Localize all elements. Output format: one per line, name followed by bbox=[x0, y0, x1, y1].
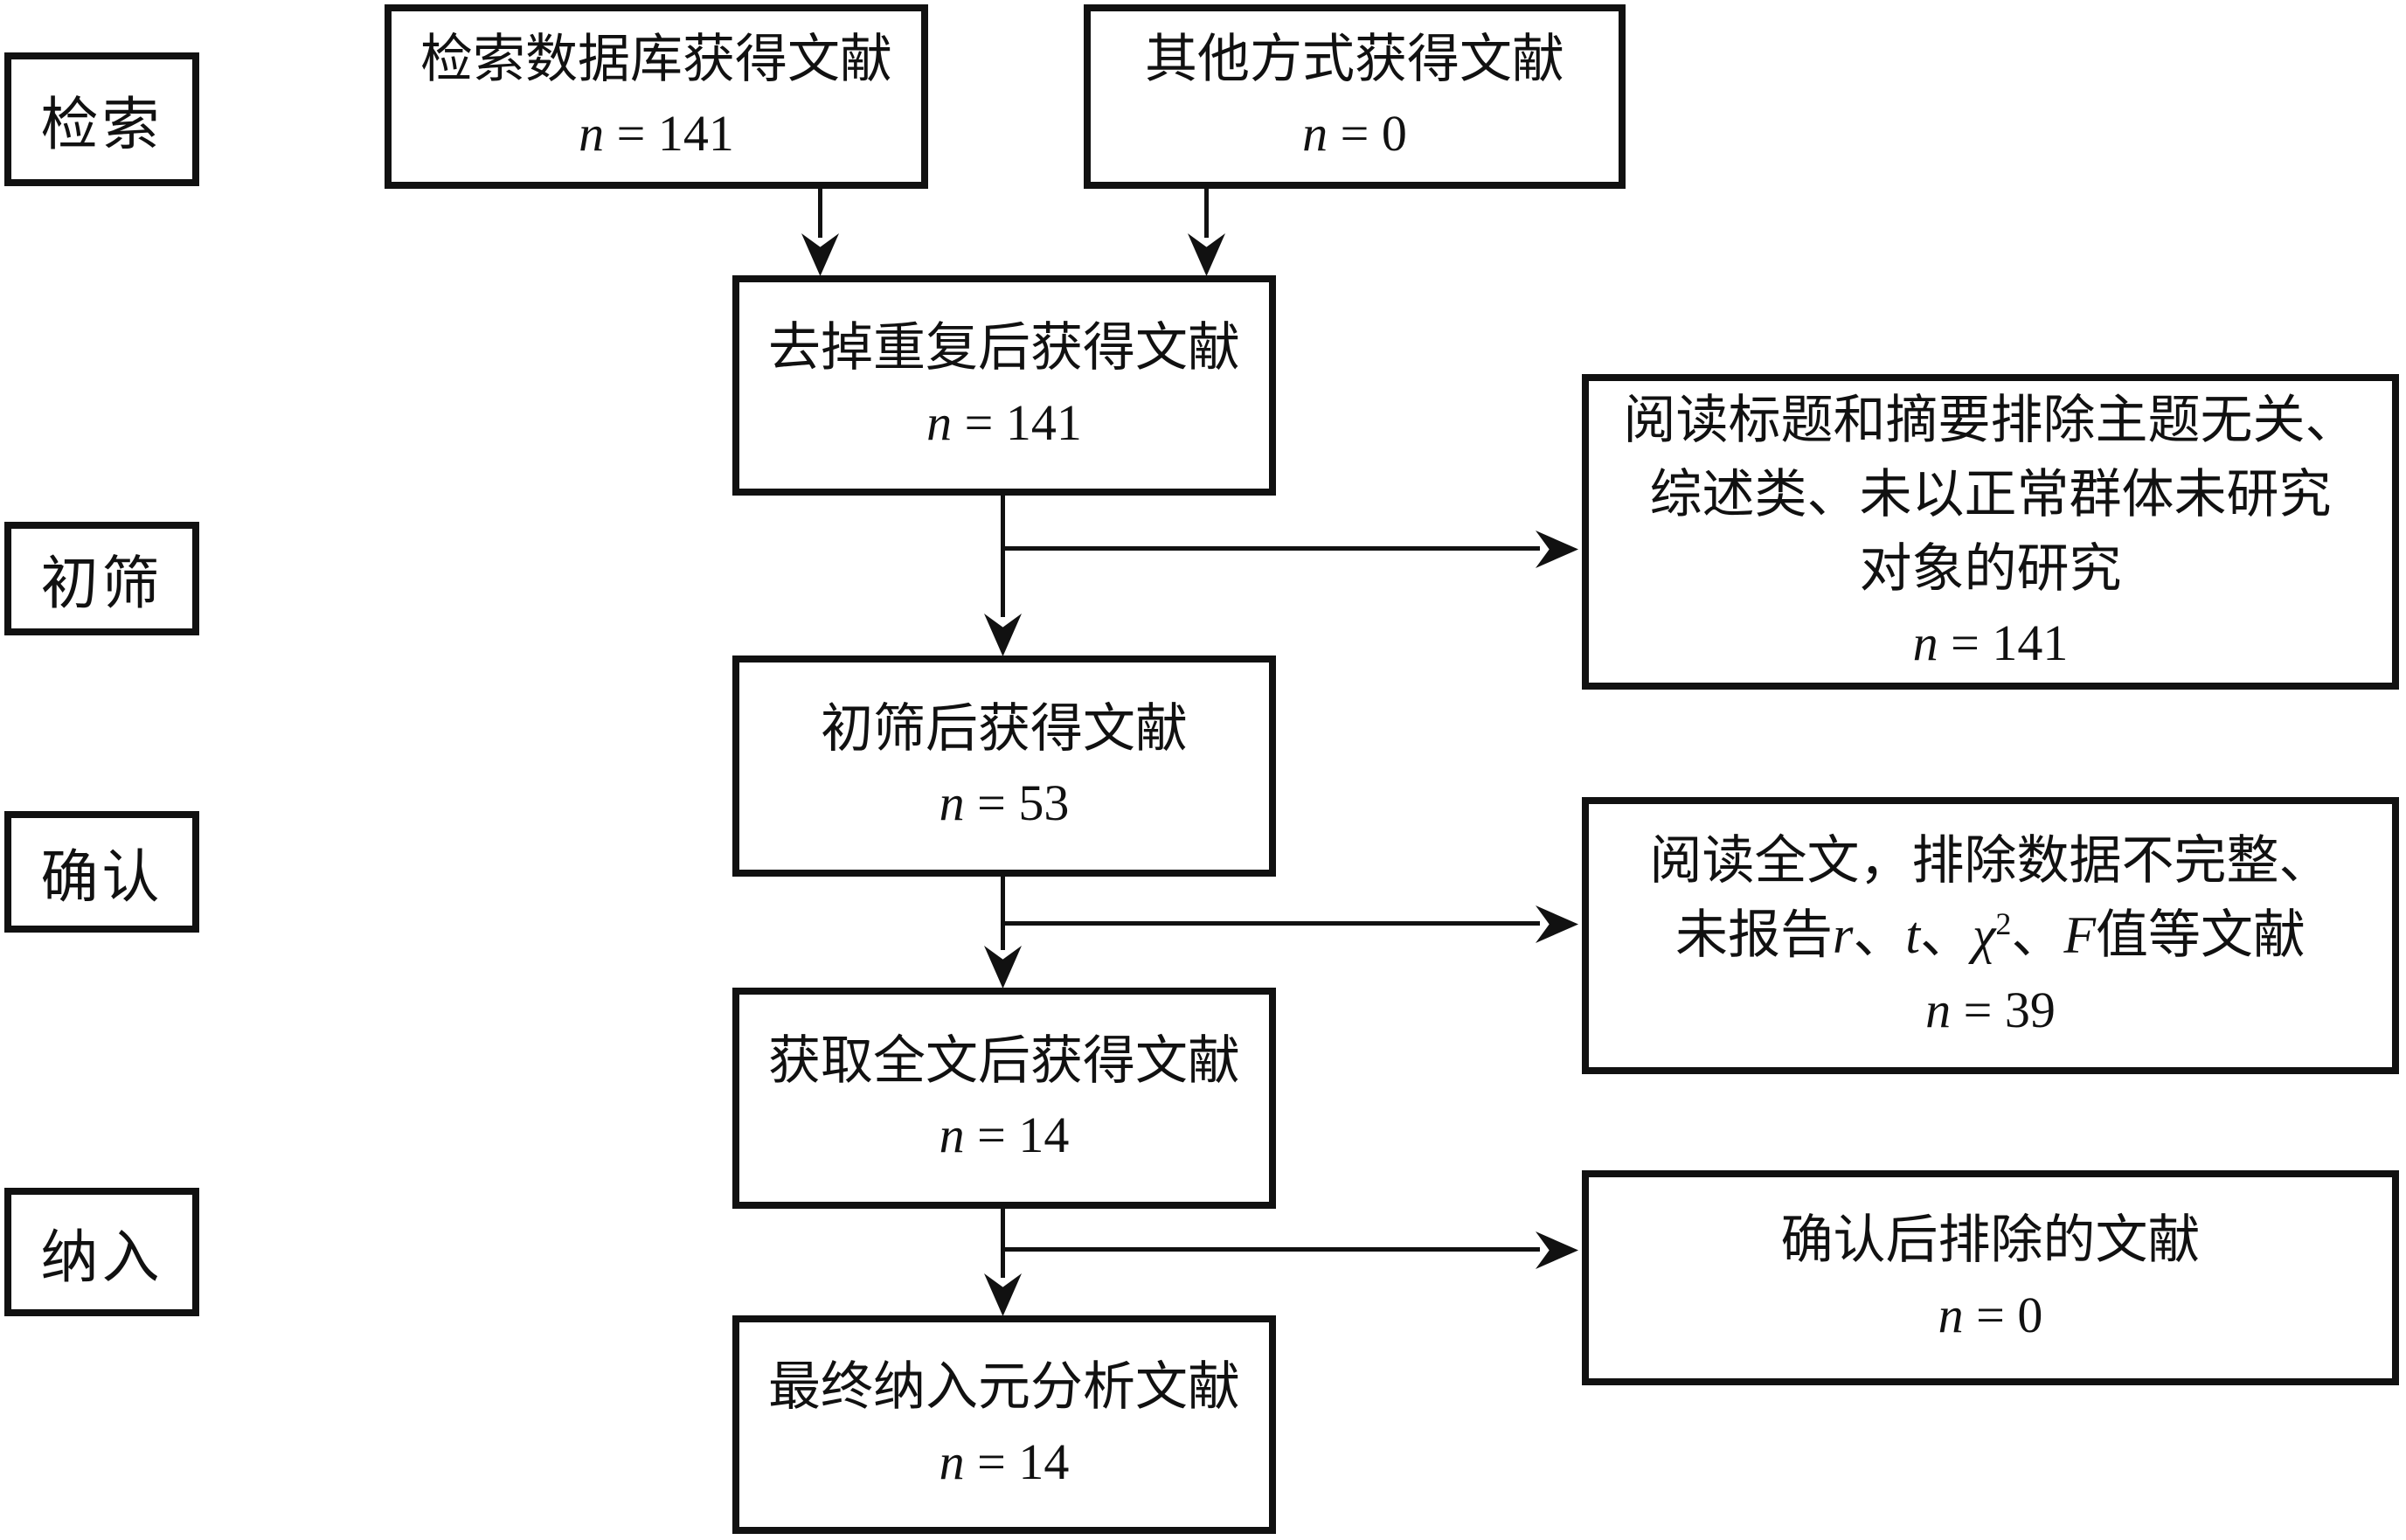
node-other-sources-title: 其他方式获得文献 bbox=[1145, 30, 1564, 88]
connector-fulltext-to-final-line bbox=[1001, 1207, 1005, 1278]
node-excluded-title-abstract-line1: 阅读标题和摘要排除主题无关、 bbox=[1623, 391, 2358, 449]
node-after-dedup-title: 去掉重复后获得文献 bbox=[768, 319, 1240, 378]
arrowhead-right-icon bbox=[1536, 531, 1578, 568]
node-excluded-title-abstract-line2: 综述类、未以正常群体未研究 bbox=[1649, 465, 2332, 524]
node-fulltext-retrieved-title: 获取全文后获得文献 bbox=[768, 1031, 1240, 1090]
connector-other-to-dedup-line bbox=[1204, 189, 1209, 238]
arrowhead-right-icon bbox=[1536, 1231, 1578, 1269]
node-fulltext-retrieved: 获取全文后获得文献 n = 14 bbox=[732, 988, 1276, 1209]
node-database-search-title: 检索数据库获得文献 bbox=[420, 30, 892, 88]
node-after-screening-count: n = 53 bbox=[939, 774, 1070, 832]
connector-branch-to-exclusion3-line bbox=[1002, 1247, 1540, 1252]
node-after-dedup-count: n = 141 bbox=[926, 393, 1082, 451]
arrowhead-right-icon bbox=[1536, 905, 1578, 943]
arrowhead-down-icon bbox=[984, 1273, 1022, 1316]
node-excluded-title-abstract: 阅读标题和摘要排除主题无关、 综述类、未以正常群体未研究 对象的研究 n = 1… bbox=[1582, 374, 2399, 690]
stage-label-eligibility: 确认 bbox=[40, 845, 163, 910]
connector-db-to-dedup-line bbox=[818, 189, 822, 238]
stage-label-screening: 初筛 bbox=[40, 552, 163, 616]
stage-box-screening: 初筛 bbox=[4, 522, 199, 635]
arrowhead-down-icon bbox=[1188, 233, 1225, 276]
node-other-sources-count: n = 0 bbox=[1302, 105, 1407, 163]
node-excluded-after-eligibility-count: n = 0 bbox=[1938, 1286, 2043, 1343]
stage-box-search: 检索 bbox=[4, 52, 199, 186]
connector-branch-to-exclusion2-line bbox=[1002, 921, 1540, 926]
arrowhead-down-icon bbox=[984, 614, 1022, 656]
node-database-search: 检索数据库获得文献 n = 141 bbox=[385, 4, 928, 189]
node-after-screening: 初筛后获得文献 n = 53 bbox=[732, 656, 1276, 877]
node-after-dedup: 去掉重复后获得文献 n = 141 bbox=[732, 275, 1276, 496]
node-excluded-fulltext-count: n = 39 bbox=[1925, 981, 2056, 1038]
node-final-included-title: 最终纳入元分析文献 bbox=[768, 1358, 1240, 1417]
stage-box-eligibility: 确认 bbox=[4, 811, 199, 933]
stage-label-search: 检索 bbox=[40, 93, 163, 157]
node-excluded-after-eligibility-line1: 确认后排除的文献 bbox=[1780, 1211, 2201, 1270]
connector-branch-to-exclusion1-line bbox=[1002, 546, 1540, 551]
node-excluded-title-abstract-line3: 对象的研究 bbox=[1859, 540, 2122, 599]
connector-dedup-to-screened-line bbox=[1001, 492, 1005, 617]
stage-box-included: 纳入 bbox=[4, 1188, 199, 1316]
node-excluded-after-eligibility: 确认后排除的文献 n = 0 bbox=[1582, 1170, 2399, 1385]
node-fulltext-retrieved-count: n = 14 bbox=[939, 1106, 1070, 1164]
arrowhead-down-icon bbox=[801, 233, 839, 276]
node-excluded-fulltext-line1: 阅读全文，排除数据不完整、 bbox=[1649, 832, 2332, 891]
node-excluded-fulltext-line2: 未报告r、t、χ2、F值等文献 bbox=[1674, 906, 2306, 965]
node-final-included: 最终纳入元分析文献 n = 14 bbox=[732, 1315, 1276, 1534]
stage-label-included: 纳入 bbox=[40, 1225, 163, 1290]
node-other-sources: 其他方式获得文献 n = 0 bbox=[1084, 4, 1626, 189]
node-excluded-fulltext: 阅读全文，排除数据不完整、 未报告r、t、χ2、F值等文献 n = 39 bbox=[1582, 797, 2399, 1074]
connector-screened-to-fulltext-line bbox=[1001, 875, 1005, 950]
node-after-screening-title: 初筛后获得文献 bbox=[821, 699, 1188, 758]
node-database-search-count: n = 141 bbox=[579, 105, 734, 163]
node-final-included-count: n = 14 bbox=[939, 1432, 1070, 1490]
node-excluded-title-abstract-count: n = 141 bbox=[1912, 614, 2069, 672]
arrowhead-down-icon bbox=[984, 946, 1022, 989]
